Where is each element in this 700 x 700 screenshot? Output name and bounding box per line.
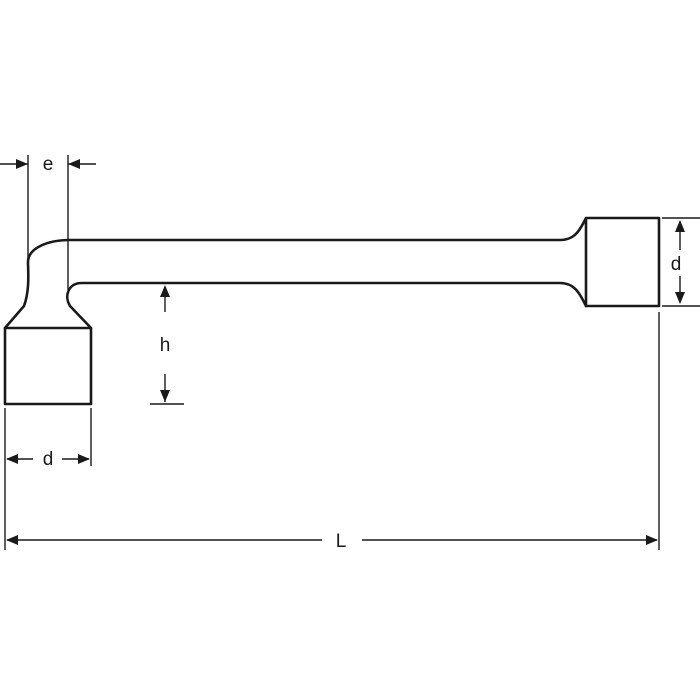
left-neck [3,216,661,330]
e-arrow-left [16,159,28,169]
d-left-label: d [43,449,54,470]
L-arrow-left [6,535,18,545]
h-label: h [160,335,171,356]
d-right-arrow-bottom [675,292,685,304]
d-right-arrow-top [675,220,685,232]
dimension-e: e [0,154,96,290]
d-left-arrow-left [6,454,18,464]
e-label: e [43,154,54,175]
left-socket-head [3,326,93,406]
h-arrow-top [160,285,170,297]
d-left-arrow-right [78,454,90,464]
L-label: L [336,531,347,552]
dimension-d-left: d [4,408,92,470]
dimension-d-right: d [662,217,700,307]
L-arrow-right [646,535,658,545]
dimension-h: h [150,285,184,405]
dimension-L: L [4,312,660,552]
e-arrow-right [68,159,80,169]
d-right-label: d [671,254,682,275]
h-arrow-bottom [160,390,170,402]
wrench-outline [3,216,661,406]
